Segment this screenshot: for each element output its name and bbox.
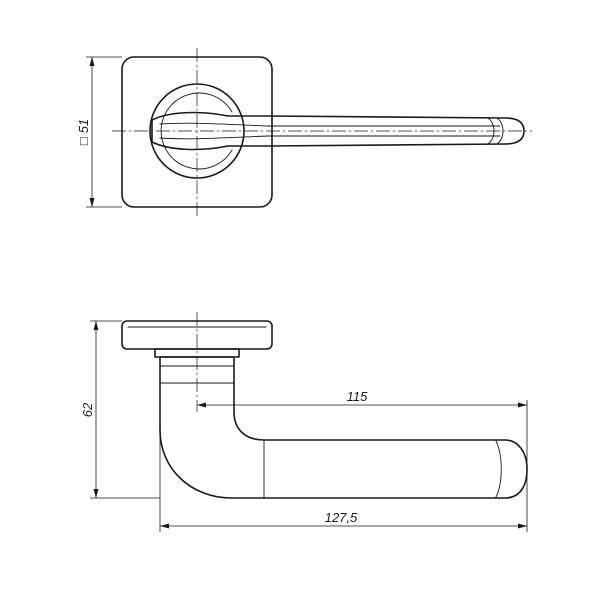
lever-side-outline xyxy=(159,356,528,499)
square-symbol: □ xyxy=(76,137,91,145)
dim-51-value: 51 xyxy=(76,119,91,133)
dim-62-arrow-bottom xyxy=(93,489,99,498)
side-view: 62 115 127,5 xyxy=(80,312,528,532)
dim-51-arrow-top xyxy=(89,57,95,66)
dim-115-arrow-right xyxy=(518,402,527,408)
dim-51-label: □ 51 xyxy=(76,119,91,145)
top-view: □ 51 xyxy=(76,48,532,216)
dim-51-arrow-bottom xyxy=(89,198,95,207)
dim-127-arrow-left xyxy=(160,523,169,529)
lever-tip-separator xyxy=(495,440,502,498)
dim-115-label: 115 xyxy=(347,389,368,404)
dim-127-label: 127,5 xyxy=(325,510,358,525)
dim-62-label: 62 xyxy=(80,402,95,417)
lever-top-ridge-lower xyxy=(159,135,501,140)
dim-127-arrow-right xyxy=(518,523,527,529)
dim-62-arrow-top xyxy=(93,321,99,330)
lever-top-ridge xyxy=(159,122,501,127)
dim-115-arrow-left xyxy=(197,402,206,408)
